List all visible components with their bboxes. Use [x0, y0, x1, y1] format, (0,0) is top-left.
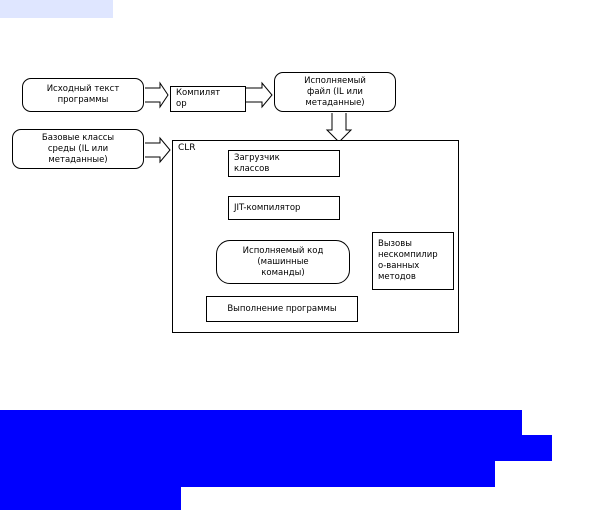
compiler-box: Компилят ор [170, 86, 246, 112]
source-text-box: Исходный текст программы [22, 78, 144, 112]
double-arrow-source-to-compiler [145, 81, 169, 109]
double-arrow-exec-to-clr [325, 113, 353, 143]
calls-note-box: Вызовы нескомпилир о-ванных методов [372, 232, 454, 290]
selection-block-3 [0, 461, 495, 487]
native-code-box: Исполняемый код (машинные команды) [216, 240, 350, 284]
base-classes-box: Базовые классы среды (IL или метаданные) [12, 129, 144, 169]
selection-block-4 [0, 487, 181, 510]
double-arrow-compiler-to-exec [246, 81, 273, 109]
jit-compiler-box: JIT-компилятор [228, 196, 340, 220]
selection-highlight-top [0, 0, 113, 18]
double-arrow-base-to-clr [145, 136, 171, 164]
execution-box: Выполнение программы [206, 296, 358, 322]
class-loader-box: Загрузчик классов [228, 150, 340, 177]
exec-file-box: Исполняемый файл (IL или метаданные) [274, 72, 396, 112]
selection-block-2 [0, 435, 552, 461]
clr-label: CLR [178, 143, 196, 153]
selection-block-1 [0, 410, 522, 435]
